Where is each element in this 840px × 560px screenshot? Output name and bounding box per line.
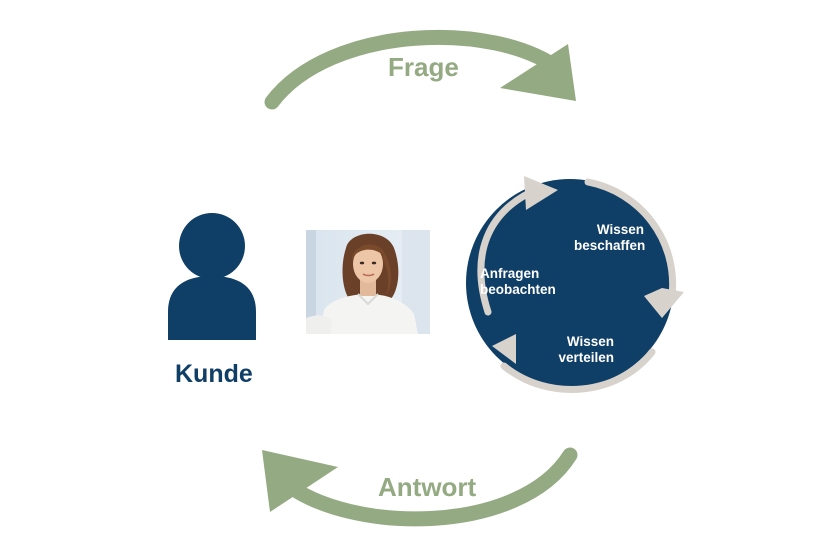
cycle-step-line2: verteilen	[558, 350, 614, 365]
frage-arrow	[264, 29, 576, 110]
antwort-label: Antwort	[378, 472, 477, 502]
person-icon	[168, 213, 256, 340]
cycle-step-line2: beschaffen	[574, 238, 646, 253]
cycle-step-anfragen-beobachten: Anfragen beobachten	[480, 266, 570, 298]
kunde-label: Kunde	[175, 360, 253, 388]
cycle-step-wissen-verteilen: Wissen verteilen	[548, 334, 614, 366]
cycle-step-line2: beobachten	[480, 282, 556, 297]
frage-label: Frage	[388, 52, 459, 82]
antwort-arrow	[262, 447, 578, 527]
cycle-step-wissen-beschaffen: Wissen beschaffen	[574, 222, 646, 254]
cycle-step-line1: Wissen	[566, 334, 614, 349]
cycle-step-line1: Wissen	[596, 222, 644, 237]
virtual-assistant-portrait	[306, 230, 430, 334]
cycle-step-line1: Anfragen	[480, 266, 540, 281]
cycle-diagram	[466, 176, 684, 393]
